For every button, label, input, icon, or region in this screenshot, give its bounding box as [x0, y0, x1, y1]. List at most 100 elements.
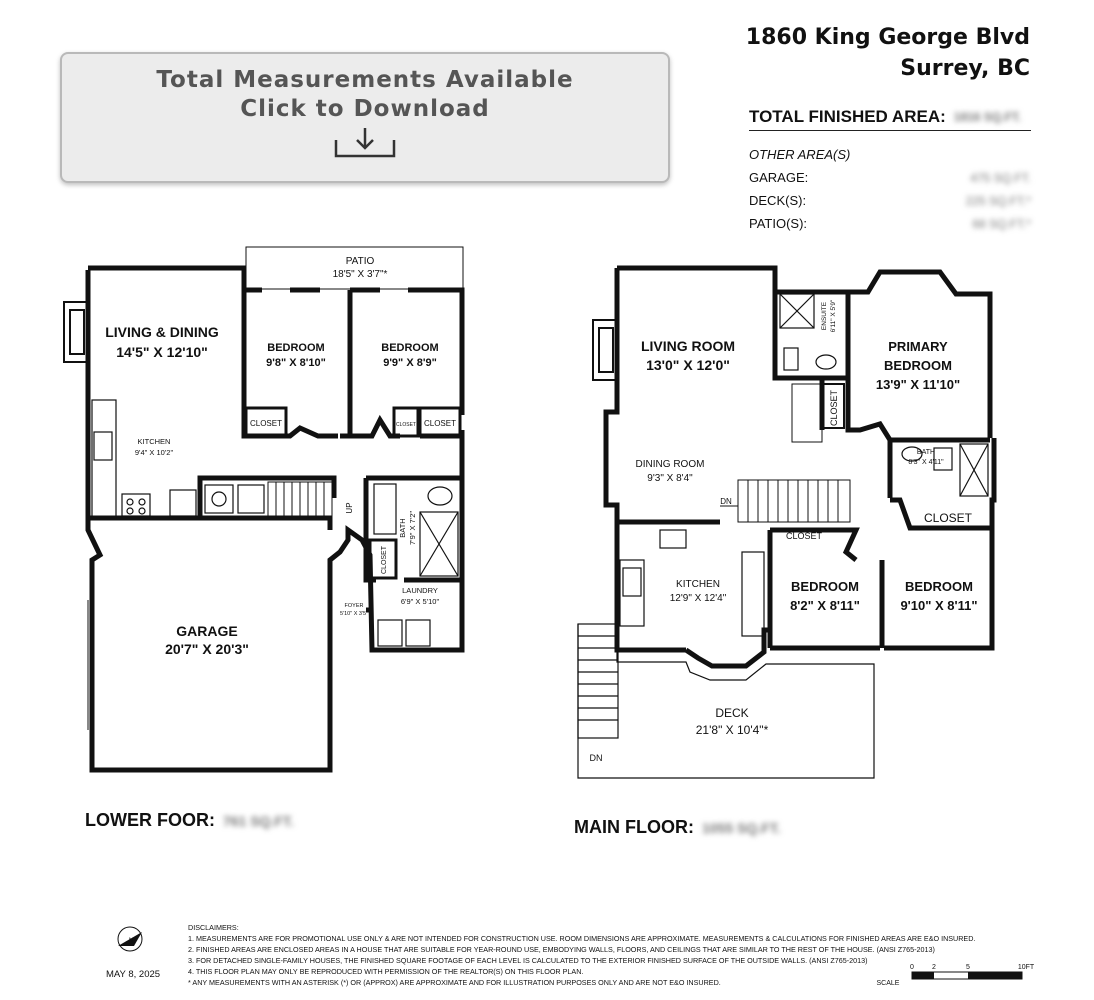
- lower-up-label: UP: [345, 502, 354, 513]
- lower-kitchen-counter: [91, 399, 197, 519]
- lower-living-dim: 14'5" X 12'10": [116, 344, 208, 360]
- lower-laundry-units: [204, 484, 431, 647]
- lower-closet2-label: CLOSET: [396, 422, 416, 428]
- main-kitchen-dim: 12'9" X 12'4": [670, 593, 727, 604]
- area-summary: TOTAL FINISHED AREA: 1816 SQ.FT. OTHER A…: [749, 104, 1031, 235]
- lower-bath-label: BATH: [398, 518, 407, 537]
- lower-patio: [245, 246, 464, 290]
- main-deck-dim: 21'8" X 10'4"*: [696, 723, 769, 737]
- disclaimer-1: 1. MEASUREMENTS ARE FOR PROMOTIONAL USE …: [188, 934, 976, 943]
- download-line-1: Total Measurements Available: [156, 67, 574, 93]
- lower-patio-dim: 18'5" X 3'7"*: [333, 269, 388, 280]
- lower-stairs: [267, 481, 333, 517]
- lower-bedroom1-label: BEDROOM: [267, 342, 324, 354]
- main-deck: [577, 623, 875, 779]
- lower-foyer-dim: 5'10" X 3'5": [340, 611, 368, 617]
- main-deck-dn-label: DN: [590, 753, 603, 763]
- garage-area-value: 475 SQ.FT.: [970, 170, 1031, 185]
- download-measurements-button[interactable]: Total Measurements Available Click to Do…: [60, 52, 670, 183]
- other-areas-label: OTHER AREA(S): [749, 147, 851, 162]
- scale-label: SCALE: [877, 980, 900, 987]
- main-fireplace: [592, 319, 618, 381]
- disclaimer-4: 4. THIS FLOOR PLAN MAY ONLY BE REPRODUCE…: [188, 967, 584, 976]
- patio-area-row: PATIO(S): 68 SQ.FT.*: [749, 212, 1031, 235]
- lower-foyer-label: FOYER: [345, 603, 364, 609]
- main-bath-label: BATH: [917, 449, 935, 456]
- lower-closet4-label: CLOSET: [381, 545, 388, 574]
- scale-tick-10: 10FT: [1018, 964, 1035, 971]
- main-bedroom2-dim: 9'10" X 8'11": [900, 598, 977, 613]
- download-line-2: Click to Download: [240, 96, 490, 122]
- lower-closet1-label: CLOSET: [250, 419, 282, 428]
- patio-area-label: PATIO(S):: [749, 216, 808, 231]
- disclaimer-2: 2. FINISHED AREAS ARE ENCLOSED AREAS IN …: [188, 945, 935, 954]
- lower-living-label: LIVING & DINING: [105, 324, 219, 340]
- disclaimers: DISCLAIMERS: 1. MEASUREMENTS ARE FOR PRO…: [188, 922, 975, 988]
- main-kitchen-label: KITCHEN: [676, 579, 720, 590]
- compass-north-label: N: [129, 938, 133, 944]
- lower-bedroom2-label: BEDROOM: [381, 342, 438, 354]
- scale-tick-0: 0: [910, 964, 914, 971]
- main-ensuite-dim: 6'11" X 5'9": [830, 299, 837, 332]
- main-living-dim: 13'0" X 12'0": [646, 357, 730, 373]
- disclaimer-5: * ANY MEASUREMENTS WITH AN ASTERISK (*) …: [188, 978, 721, 987]
- garage-area-row: GARAGE: 475 SQ.FT.: [749, 166, 1031, 189]
- lower-fireplace: [63, 301, 89, 363]
- lower-closet3-label: CLOSET: [424, 419, 456, 428]
- main-bedroom2-label: BEDROOM: [905, 579, 973, 594]
- total-area-value: 1816 SQ.FT.: [953, 110, 1022, 124]
- scale-tick-2: 2: [932, 964, 936, 971]
- garage-area-label: GARAGE:: [749, 170, 809, 185]
- deck-area-value: 225 SQ.FT.*: [965, 193, 1031, 208]
- main-primary-dim: 13'9" X 11'10": [876, 377, 960, 392]
- lower-floor-title: LOWER FOOR:: [85, 810, 215, 830]
- lower-bath-dim: 7'9" X 7'2": [408, 511, 417, 545]
- disclaimer-3: 3. FOR DETACHED SINGLE-FAMILY HOUSES, TH…: [188, 956, 868, 965]
- main-floor-label: MAIN FLOOR: 1055 SQ.FT.: [574, 817, 781, 838]
- download-icon: [334, 128, 396, 158]
- main-floor-area: 1055 SQ.FT.: [701, 819, 781, 836]
- main-deck-label: DECK: [715, 706, 748, 720]
- lower-bedroom1-dim: 9'8" X 8'10": [266, 357, 326, 369]
- deck-area-label: DECK(S):: [749, 193, 807, 208]
- lower-floor-area: 761 SQ.FT.: [222, 812, 294, 829]
- main-floor-title: MAIN FLOOR:: [574, 817, 694, 837]
- main-bedroom1-dim: 8'2" X 8'11": [790, 598, 860, 613]
- lower-kitchen-label: KITCHEN: [138, 437, 171, 446]
- address-street: 1860 King George Blvd: [745, 25, 1030, 50]
- lower-kitchen-dim: 9'4" X 10'2": [135, 448, 174, 457]
- main-primary-label-1: PRIMARY: [888, 339, 948, 354]
- lower-garage-label: GARAGE: [176, 623, 237, 639]
- main-primary-closet-label: CLOSET: [829, 389, 839, 426]
- main-living-label: LIVING ROOM: [641, 338, 735, 354]
- lower-bath-fixtures: [373, 483, 459, 577]
- lower-garage-dim: 20'7" X 20'3": [165, 641, 249, 657]
- scale-tick-5: 5: [966, 964, 970, 971]
- main-dining-label: DINING ROOM: [636, 459, 705, 470]
- disclaimer-title: DISCLAIMERS:: [188, 923, 239, 932]
- main-primary-label-2: BEDROOM: [884, 358, 952, 373]
- main-bath-fixtures: [779, 293, 989, 497]
- main-bath-dim: 8'3" X 4'11": [908, 459, 944, 466]
- main-closet-b-label: CLOSET: [924, 511, 973, 525]
- deck-area-row: DECK(S): 225 SQ.FT.*: [749, 189, 1031, 212]
- total-finished-area: TOTAL FINISHED AREA: 1816 SQ.FT.: [749, 104, 1031, 131]
- main-stairs-dn-label: DN: [720, 497, 732, 506]
- property-address: 1860 King George Blvd Surrey, BC: [746, 22, 1030, 84]
- lower-laundry-label: LAUNDRY: [402, 586, 438, 595]
- main-closet-a-label: CLOSET: [786, 531, 823, 541]
- scale-bar: 0 2 5 10FT SCALE: [877, 964, 1035, 987]
- main-kitchen-counter: [619, 529, 765, 637]
- lower-floor-label: LOWER FOOR: 761 SQ.FT.: [85, 810, 294, 831]
- lower-patio-label: PATIO: [346, 256, 375, 267]
- total-area-label: TOTAL FINISHED AREA:: [749, 107, 946, 126]
- main-ensuite-label: ENSUITE: [821, 301, 828, 330]
- main-dining-dim: 9'3" X 8'4": [647, 473, 693, 484]
- patio-area-value: 68 SQ.FT.*: [972, 216, 1031, 231]
- main-bedroom1-label: BEDROOM: [791, 579, 859, 594]
- address-city: Surrey, BC: [900, 56, 1030, 81]
- lower-laundry-dim: 6'9" X 5'10": [401, 597, 440, 606]
- plan-date: MAY 8, 2025: [106, 969, 161, 980]
- lower-bedroom2-dim: 9'9" X 8'9": [383, 357, 437, 369]
